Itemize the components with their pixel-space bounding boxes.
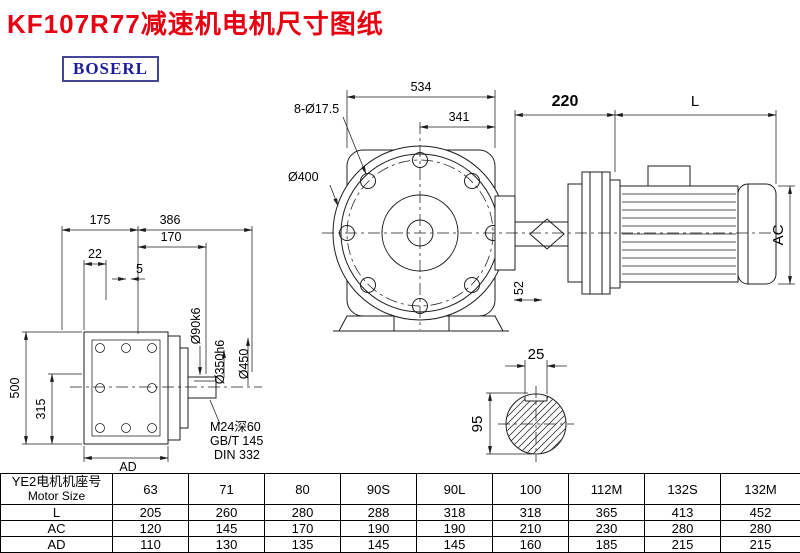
dim-534: 534	[411, 80, 432, 94]
table-cell: 130	[188, 536, 265, 553]
table-cell: 120	[112, 520, 189, 537]
standard-din: DIN 332	[214, 448, 260, 462]
table-cell: 205	[112, 504, 189, 521]
table-cell: 280	[720, 520, 800, 537]
row-label: L	[0, 504, 113, 521]
technical-drawing: 534 341 8-Ø17.5 Ø400 52 220 L AC	[8, 80, 795, 474]
table-cell: 145	[340, 536, 417, 553]
table-cell: 170	[264, 520, 341, 537]
col-header: 90S	[340, 473, 417, 505]
col-header: 80	[264, 473, 341, 505]
table-cell: 365	[568, 504, 645, 521]
col-header: 100	[492, 473, 569, 505]
terminal-box	[647, 165, 691, 187]
table-cell: 145	[416, 536, 493, 553]
table-cell: 190	[340, 520, 417, 537]
dim-315: 315	[34, 399, 48, 420]
dim-220: 220	[552, 93, 579, 110]
col-header: 63	[112, 473, 189, 505]
col-header: 112M	[568, 473, 645, 505]
table-row-AC: AC 120 145 170 190 190 210 230 280 280	[0, 520, 800, 537]
dim-170: 170	[161, 230, 182, 244]
dim-25: 25	[528, 346, 545, 363]
table-cell: 215	[644, 536, 721, 553]
table-row-L: L 205 260 280 288 318 318 365 413 452	[0, 504, 800, 521]
motor-size-label-cn: YE2电机机座号	[11, 474, 102, 489]
standard-gbt: GB/T 145	[210, 434, 263, 448]
table-cell: 318	[492, 504, 569, 521]
dim-341: 341	[449, 110, 470, 124]
table-row-AD: AD 110 130 135 145 145 160 185 215 215	[0, 536, 800, 553]
table-cell: 190	[416, 520, 493, 537]
table-cell: 135	[264, 536, 341, 553]
table-cell: 160	[492, 536, 569, 553]
table-cell: 288	[340, 504, 417, 521]
table-cell: 280	[644, 520, 721, 537]
row-label: AC	[0, 520, 113, 537]
col-header: 90L	[416, 473, 493, 505]
motor-fins	[622, 193, 736, 275]
dim-22: 22	[88, 247, 102, 261]
dim-95: 95	[469, 416, 486, 433]
col-header: 71	[188, 473, 265, 505]
table-cell: 318	[416, 504, 493, 521]
row-label: AD	[0, 536, 113, 553]
table-cell: 110	[112, 536, 189, 553]
flange-dia-label: Ø400	[288, 170, 319, 184]
front-dimensions: 534 341 8-Ø17.5 Ø400 52 220 L AC	[288, 80, 795, 302]
front-view	[332, 122, 509, 332]
motor-size-label-en: Motor Size	[27, 489, 86, 503]
table-cell: 452	[720, 504, 800, 521]
table-cell: 260	[188, 504, 265, 521]
table-header-motor-size: YE2电机机座号 Motor Size	[0, 473, 113, 505]
motor-ac-label: AC	[770, 224, 787, 245]
motor-length-label: L	[691, 93, 699, 110]
shaft-dia-label: Ø90k6	[189, 308, 203, 345]
shaft-section-view: 25 95	[469, 346, 574, 462]
dim-500: 500	[8, 378, 22, 399]
dim-5: 5	[136, 262, 143, 276]
dim-386: 386	[160, 213, 181, 227]
table-cell: 230	[568, 520, 645, 537]
dim-ad: AD	[119, 460, 136, 474]
table-cell: 185	[568, 536, 645, 553]
side-dimensions: 500 315 175 386 170 22 5 Ø90k6 Ø350h6 Ø4…	[8, 213, 263, 474]
page-title: KF107R77减速机电机尺寸图纸	[7, 9, 384, 39]
table-cell: 210	[492, 520, 569, 537]
side-view	[70, 331, 262, 445]
dim-175: 175	[90, 213, 111, 227]
spigot-dia-label: Ø350h6	[213, 340, 227, 385]
table-cell: 215	[720, 536, 800, 553]
table-cell: 280	[264, 504, 341, 521]
col-header: 132M	[720, 473, 800, 505]
thread-spec: M24深60	[210, 420, 261, 434]
table-header-row: YE2电机机座号 Motor Size 63 71 80 90S 90L 100…	[0, 473, 800, 505]
table-cell: 413	[644, 504, 721, 521]
col-header: 132S	[644, 473, 721, 505]
brand-logo-text: BOSERL	[73, 59, 148, 78]
flange-od-label: Ø450	[237, 349, 251, 380]
brand-logo: BOSERL	[62, 56, 159, 82]
dim-52: 52	[512, 281, 526, 295]
bolt-holes-label: 8-Ø17.5	[294, 102, 339, 116]
motor-side-view	[322, 165, 780, 295]
table-cell: 145	[188, 520, 265, 537]
motor-size-table: YE2电机机座号 Motor Size 63 71 80 90S 90L 100…	[0, 473, 800, 553]
